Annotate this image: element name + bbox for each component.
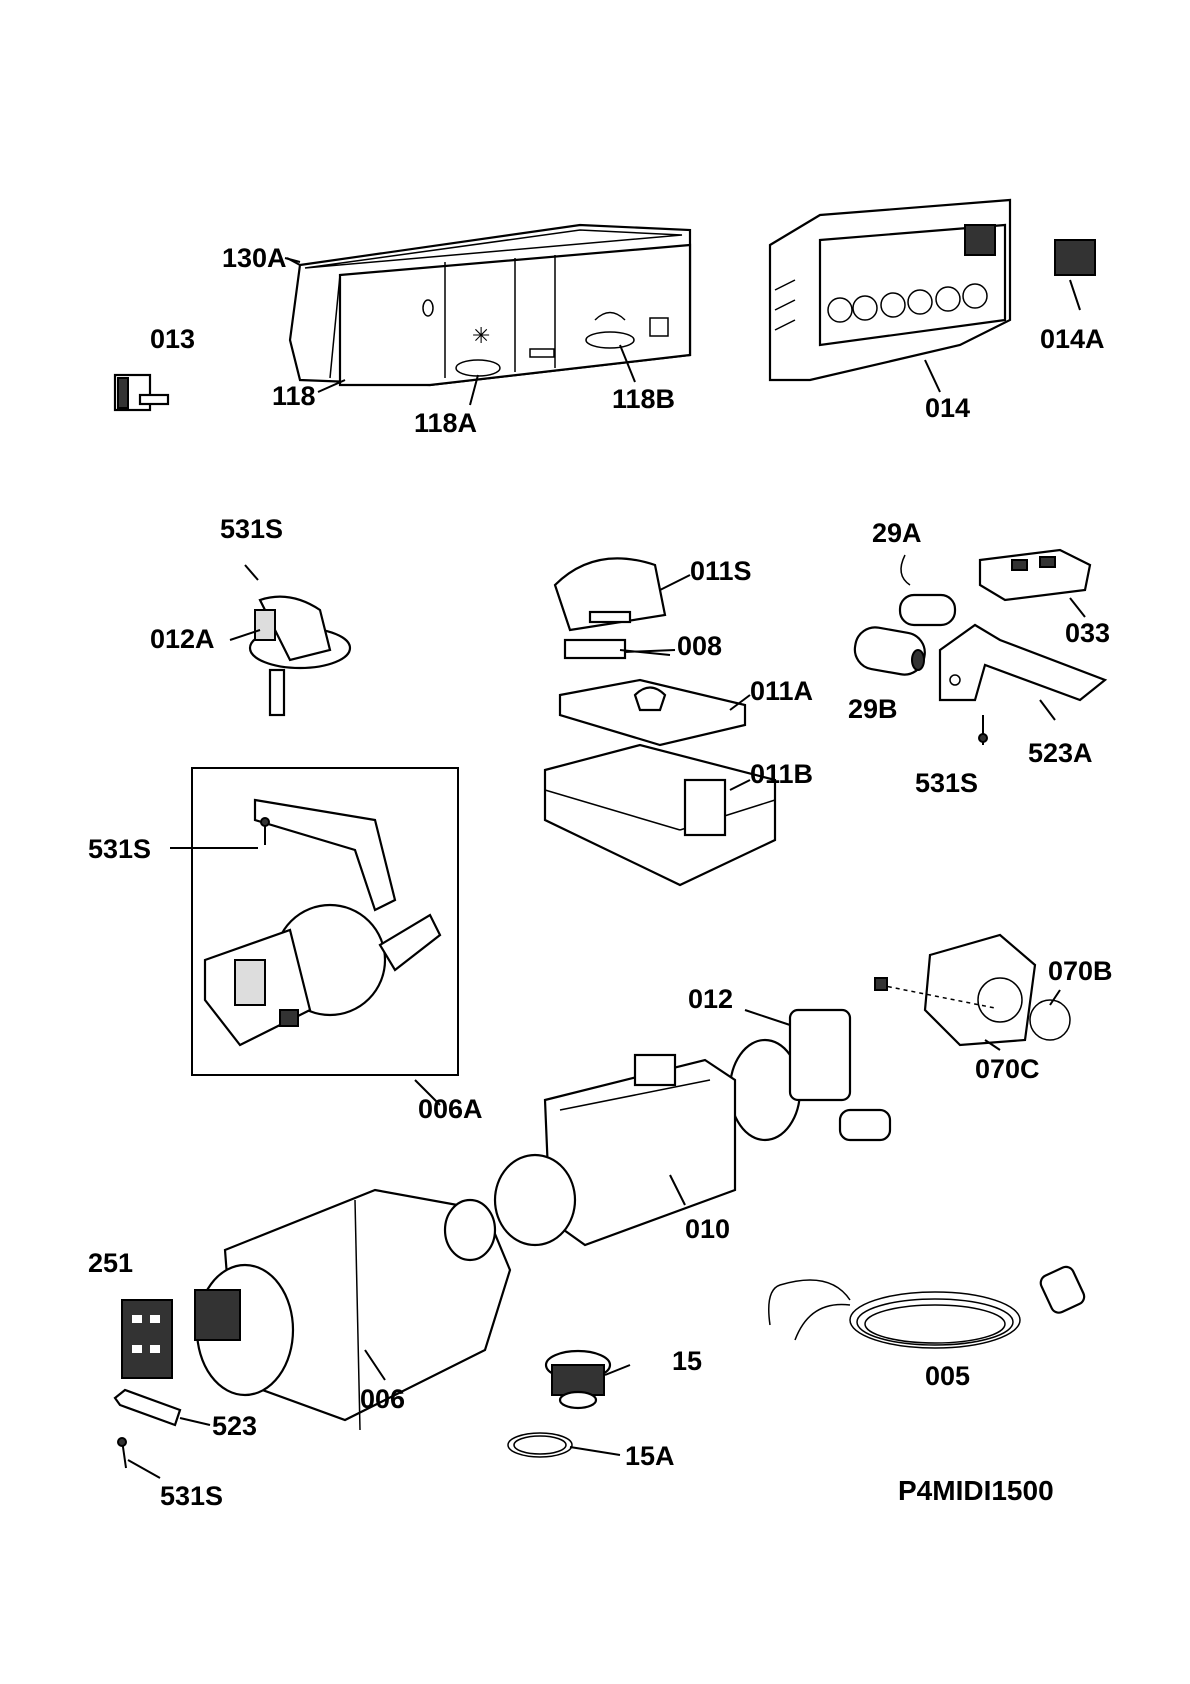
control-panel-part: ✳ [284, 223, 692, 387]
bracket-523A-part [938, 623, 1108, 702]
label-010: 010 [685, 1214, 730, 1244]
sump-assembly-006A-part [203, 798, 442, 1047]
label-523: 523 [212, 1411, 257, 1441]
pressure-switch-012A-part [244, 564, 352, 717]
label-118: 118 [272, 381, 316, 411]
label-008: 008 [677, 631, 722, 661]
inlet-valve-012-part [728, 1008, 892, 1142]
label-531S-bottom: 531S [160, 1481, 223, 1511]
label-011A: 011A [750, 676, 813, 706]
label-011B: 011B [750, 759, 813, 789]
label-005: 005 [925, 1361, 970, 1391]
pump-motor-006-part [194, 1188, 512, 1431]
label-531S-right: 531S [915, 768, 978, 798]
microswitch-008-part [563, 638, 671, 660]
screw-531S-d-part [117, 1437, 127, 1469]
label-006: 006 [360, 1384, 405, 1414]
svg-text:✳: ✳ [472, 324, 490, 349]
cover-011A-part [558, 678, 747, 747]
label-013: 013 [150, 324, 195, 354]
block-014A-part [1054, 239, 1096, 276]
heater-010-part [493, 1053, 737, 1247]
label-523A: 523A [1028, 738, 1093, 768]
screw-531S-a-part [260, 817, 270, 845]
terminal-033-part [978, 548, 1092, 602]
label-014: 014 [925, 393, 970, 423]
clip-523-part [113, 1388, 182, 1427]
clamp-15A-part [507, 1432, 573, 1458]
screw-531S-b-part [978, 715, 988, 745]
label-118A: 118A [414, 408, 477, 438]
capacitor-29A-part [898, 554, 957, 627]
motor-070C-part [874, 933, 1037, 1047]
label-531S-top: 531S [220, 514, 283, 544]
label-130A: 130A [222, 243, 287, 273]
label-014A: 014A [1040, 324, 1105, 354]
base-011B-part [543, 743, 777, 887]
label-15: 15 [672, 1346, 702, 1376]
label-033: 033 [1065, 618, 1110, 648]
label-531S-left: 531S [88, 834, 151, 864]
electronic-module-014-part [768, 198, 1012, 382]
assembly-box-006A [191, 767, 459, 1076]
label-070B: 070B [1048, 956, 1113, 986]
label-011S: 011S [690, 556, 752, 586]
leader-lines [127, 257, 1086, 1479]
housing-cover-011S-part [553, 557, 667, 632]
label-29B: 29B [848, 694, 898, 724]
label-251: 251 [88, 1248, 133, 1278]
drawing-id: P4MIDI1500 [898, 1475, 1054, 1506]
label-29A: 29A [872, 518, 922, 548]
label-006A: 006A [418, 1094, 483, 1124]
label-070C: 070C [975, 1054, 1040, 1084]
label-012: 012 [688, 984, 733, 1014]
connector-251-part [121, 1299, 173, 1379]
connector-013-part [113, 373, 170, 412]
power-cord-005-part [768, 1265, 1086, 1349]
capacitor-29B-part [853, 626, 926, 676]
label-118B: 118B [612, 384, 675, 414]
label-012A: 012A [150, 624, 215, 654]
part-15-part [544, 1349, 612, 1410]
ring-070B-part [1029, 999, 1071, 1041]
label-15A: 15A [625, 1441, 675, 1471]
